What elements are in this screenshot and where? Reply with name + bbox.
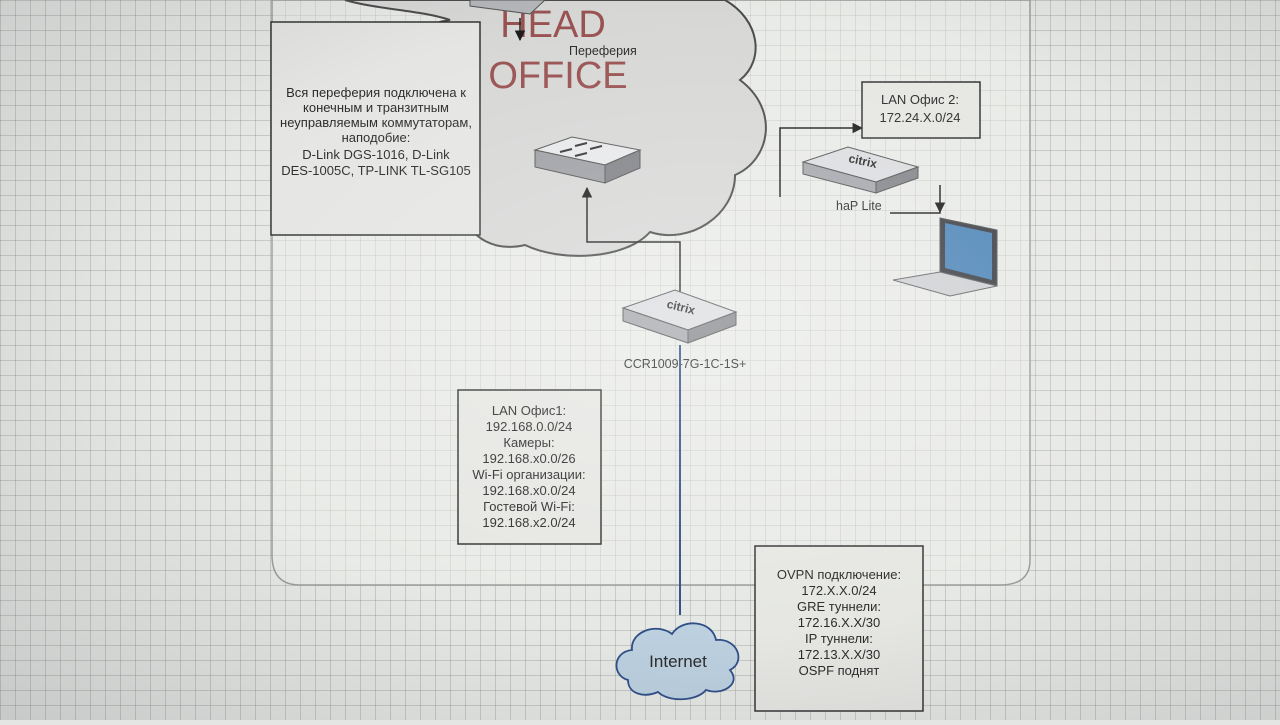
periphery-note-line-2: конечным и транзитным xyxy=(303,100,449,115)
vpn-note: OVPN подключение: 172.X.X.0/24 GRE тунне… xyxy=(754,545,924,712)
lan-office1-note: LAN Офис1: 192.168.0.0/24 Камеры: 192.16… xyxy=(457,389,602,545)
periphery-note-line-5: D-Link DGS-1016, D-Link xyxy=(302,147,450,162)
ccr-brand-logo: citrix xyxy=(665,297,697,318)
periphery-note-line-6: DES-1005C, TP-LINK TL-SG105 xyxy=(281,163,471,178)
hap-to-ccr-link xyxy=(779,122,864,197)
workstation-icon xyxy=(469,0,546,42)
internet-cloud-icon: Internet xyxy=(615,622,740,701)
ccr-to-switch-link xyxy=(581,186,681,300)
periphery-note-line-1: Вся переферия подключена к xyxy=(286,85,466,100)
hap-lite-router-icon: citrix xyxy=(801,146,920,194)
lan2-line-1: LAN Офис 2: xyxy=(881,92,959,107)
vpn-line-3: GRE туннели: xyxy=(797,599,881,614)
lan1-line-7: Гостевой Wi-Fi: xyxy=(483,499,575,514)
periphery-label: Переферия xyxy=(569,44,637,58)
ccr-router-icon: citrix xyxy=(621,289,738,344)
lan1-line-3: Камеры: xyxy=(503,435,554,450)
lan1-line-1: LAN Офис1: xyxy=(492,403,566,418)
periphery-note: Вся переферия подключена к конечным и тр… xyxy=(270,21,481,236)
vpn-line-4: 172.16.X.X/30 xyxy=(798,615,880,630)
periphery-note-line-4: наподобие: xyxy=(342,130,411,145)
switch-icon xyxy=(533,136,642,184)
hap-to-laptop-link xyxy=(890,185,946,214)
vpn-line-6: 172.13.X.X/30 xyxy=(798,647,880,662)
laptop-icon xyxy=(892,217,998,297)
vpn-line-7: OSPF поднят xyxy=(799,663,880,678)
vpn-line-1: OVPN подключение: xyxy=(777,567,901,582)
periphery-note-line-3: неуправляемым коммутаторам, xyxy=(280,115,472,130)
vpn-line-2: 172.X.X.0/24 xyxy=(801,583,876,598)
head-office-title-line2: OFFICE xyxy=(488,55,627,97)
lan2-line-2: 172.24.X.0/24 xyxy=(880,110,961,125)
hap-lite-label: haP Lite xyxy=(836,199,882,213)
hap-brand-logo: citrix xyxy=(847,151,878,171)
lan1-line-2: 192.168.0.0/24 xyxy=(486,419,573,434)
lan1-line-6: 192.168.x0.0/24 xyxy=(482,483,575,498)
ccr-router-label: CCR1009-7G-1C-1S+ xyxy=(624,357,747,371)
lan1-line-8: 192.168.x2.0/24 xyxy=(482,515,575,530)
connectors xyxy=(581,122,946,300)
lan1-line-5: Wi-Fi организации: xyxy=(472,467,585,482)
internet-label: Internet xyxy=(649,652,707,671)
lan-office2-note: LAN Офис 2: 172.24.X.0/24 xyxy=(861,81,981,139)
lan1-line-4: 192.168.x0.0/26 xyxy=(482,451,575,466)
vpn-line-5: IP туннели: xyxy=(805,631,873,646)
